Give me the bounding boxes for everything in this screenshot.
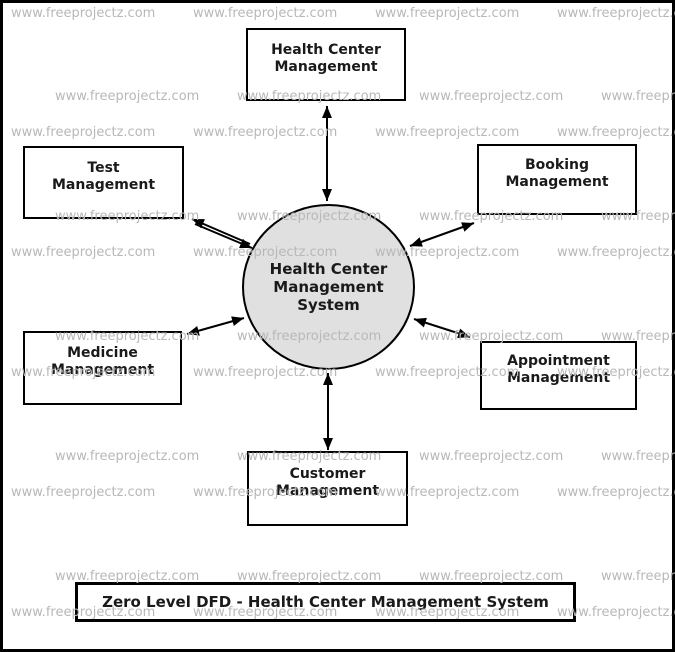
entity-label-line: Test bbox=[87, 159, 120, 176]
entity-label-line: Booking bbox=[524, 156, 589, 173]
edge-medicine-management-arrow bbox=[186, 316, 245, 336]
edge-booking-management-arrow bbox=[409, 222, 475, 247]
entity-customer-management: Customer Management bbox=[247, 451, 408, 526]
entity-appointment-management: Appointment Management bbox=[480, 341, 637, 410]
entity-label-line: Medicine bbox=[67, 345, 138, 361]
entity-label-line: Management bbox=[50, 362, 155, 378]
process-label-line: Health Center bbox=[269, 260, 388, 278]
edge-test-management-arrow-in bbox=[194, 223, 253, 249]
edge-test-management-arrow-out bbox=[191, 218, 251, 245]
entity-label-line: Customer bbox=[289, 465, 366, 482]
entity-label-line: Management bbox=[505, 173, 609, 190]
entity-test-management: Test Management bbox=[23, 146, 184, 219]
process-circle bbox=[242, 204, 415, 370]
entity-label-line: Management bbox=[51, 176, 156, 193]
process-label-line: Management bbox=[273, 278, 384, 296]
diagram-title: Zero Level DFD - Health Center Managemen… bbox=[102, 593, 549, 611]
entity-label-line: Health Center bbox=[271, 41, 381, 58]
entity-label-line: Management bbox=[506, 369, 611, 386]
process-label-line: System bbox=[297, 296, 360, 314]
entity-booking-management: Booking Management bbox=[477, 144, 637, 215]
diagram-title-box: Zero Level DFD - Health Center Managemen… bbox=[75, 582, 576, 622]
entity-health-center-management: Health Center Management bbox=[246, 28, 406, 101]
entity-label-line: Management bbox=[274, 58, 378, 75]
process-label: Health Center Management System bbox=[243, 260, 414, 314]
entity-label-line: Appointment bbox=[507, 352, 610, 369]
edge-appointment-management-arrow bbox=[413, 317, 471, 339]
entity-medicine-management: Medicine Management bbox=[23, 331, 182, 405]
entity-label-line: Management bbox=[275, 482, 380, 499]
